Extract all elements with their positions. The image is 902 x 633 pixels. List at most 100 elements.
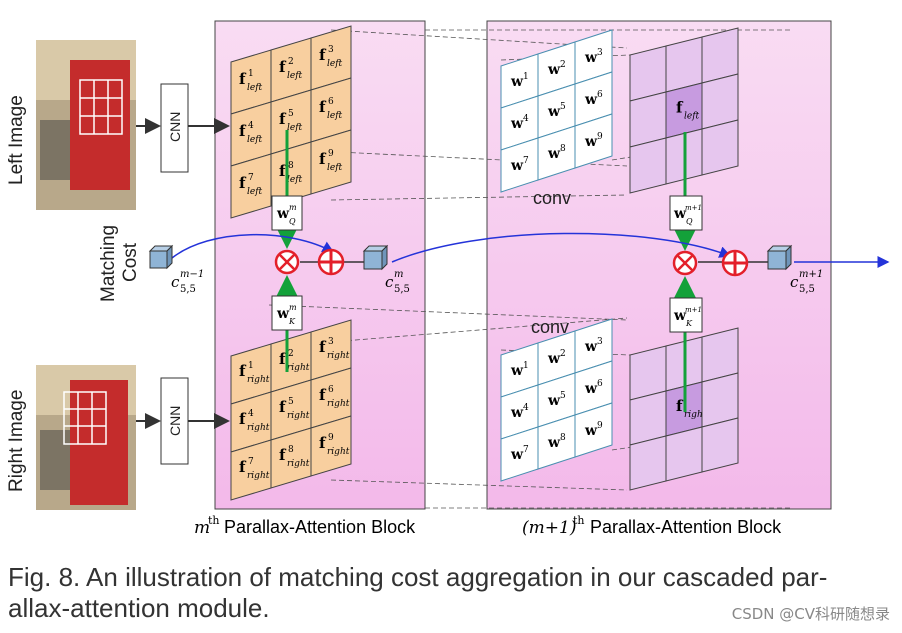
projected-top-cell <box>665 36 703 93</box>
svg-text:2: 2 <box>560 349 566 359</box>
svg-text:9: 9 <box>328 433 334 443</box>
wq-m1-box: w m+1 Q <box>669 195 703 231</box>
projected-top-cell <box>701 27 739 84</box>
svg-text:f: f <box>676 397 684 415</box>
svg-text:left: left <box>327 59 343 69</box>
svg-text:m+1: m+1 <box>799 269 823 280</box>
svg-text:th: th <box>573 514 585 527</box>
projected-bottom-cell <box>629 435 667 491</box>
svg-text:f: f <box>239 362 247 380</box>
conv-label-top: conv <box>533 188 571 208</box>
svg-text:CNN: CNN <box>167 406 183 436</box>
svg-text:right: right <box>287 363 310 373</box>
svg-text:right: right <box>684 410 707 420</box>
projected-top-cell <box>629 91 667 148</box>
svg-text:5: 5 <box>560 102 566 112</box>
svg-text:3: 3 <box>328 45 334 55</box>
svg-text:f: f <box>279 58 287 76</box>
svg-text:m: m <box>289 303 297 312</box>
left-image-label: Left Image <box>6 95 27 185</box>
svg-text:f: f <box>319 338 327 356</box>
matching-cost-label-1: Matching <box>98 225 119 302</box>
projected-top-center-cell <box>665 82 703 139</box>
svg-text:w: w <box>673 206 687 222</box>
svg-text:left: left <box>287 175 303 185</box>
wk-m-box: w m K <box>271 295 303 331</box>
svg-text:8: 8 <box>288 445 294 455</box>
svg-text:w: w <box>547 435 561 451</box>
svg-text:4: 4 <box>523 403 529 413</box>
matching-cost-label-2: Cost <box>120 242 141 282</box>
svg-text:9: 9 <box>328 149 334 159</box>
svg-text:2: 2 <box>560 60 566 70</box>
projected-bottom-cell <box>701 417 739 473</box>
svg-text:w: w <box>547 104 561 120</box>
svg-text:w: w <box>510 447 524 463</box>
svg-text:c: c <box>790 273 799 291</box>
svg-text:8: 8 <box>560 433 566 443</box>
svg-text:f: f <box>239 410 247 428</box>
svg-text:7: 7 <box>523 156 529 166</box>
svg-text:6: 6 <box>328 97 334 107</box>
svg-text:8: 8 <box>560 144 566 154</box>
cost-flow-arrow-1 <box>171 234 335 259</box>
svg-text:w: w <box>547 62 561 78</box>
svg-text:m: m <box>289 203 297 212</box>
svg-text:K: K <box>288 317 296 326</box>
svg-text:w: w <box>510 405 524 421</box>
svg-text:5,5: 5,5 <box>394 284 410 295</box>
projected-top-cell <box>701 119 739 176</box>
svg-text:Parallax-Attention Block: Parallax-Attention Block <box>590 517 782 537</box>
svg-text:1: 1 <box>523 361 529 371</box>
svg-text:Parallax-Attention Block: Parallax-Attention Block <box>224 517 416 537</box>
svg-text:f: f <box>279 398 287 416</box>
svg-text:w: w <box>584 50 598 66</box>
svg-text:w: w <box>584 381 598 397</box>
svg-text:right: right <box>327 351 350 361</box>
svg-text:7: 7 <box>248 457 254 467</box>
svg-text:6: 6 <box>597 379 603 389</box>
cost-cube-in <box>148 244 174 270</box>
svg-text:th: th <box>208 514 220 527</box>
svg-text:m+1: m+1 <box>685 306 702 314</box>
svg-text:f: f <box>279 446 287 464</box>
svg-text:left: left <box>684 112 700 122</box>
svg-text:1: 1 <box>523 72 529 82</box>
caption-line-1: Fig. 8. An illustration of matching cost… <box>8 562 828 592</box>
svg-text:6: 6 <box>597 90 603 100</box>
svg-text:2: 2 <box>288 349 294 359</box>
cost-label-mid: c m 5,5 <box>385 269 410 295</box>
svg-text:w: w <box>547 146 561 162</box>
svg-text:f: f <box>319 46 327 64</box>
svg-text:left: left <box>247 83 263 93</box>
svg-text:right: right <box>327 447 350 457</box>
svg-text:f: f <box>239 174 247 192</box>
svg-text:4: 4 <box>248 409 254 419</box>
svg-text:1: 1 <box>248 69 254 79</box>
svg-text:5: 5 <box>288 109 294 119</box>
svg-text:w: w <box>584 92 598 108</box>
projected-top-cell <box>701 73 739 130</box>
svg-text:f: f <box>279 162 287 180</box>
cost-flow-arrow-2 <box>391 232 732 263</box>
svg-text:f: f <box>239 70 247 88</box>
svg-text:left: left <box>327 111 343 121</box>
svg-text:w: w <box>510 116 524 132</box>
